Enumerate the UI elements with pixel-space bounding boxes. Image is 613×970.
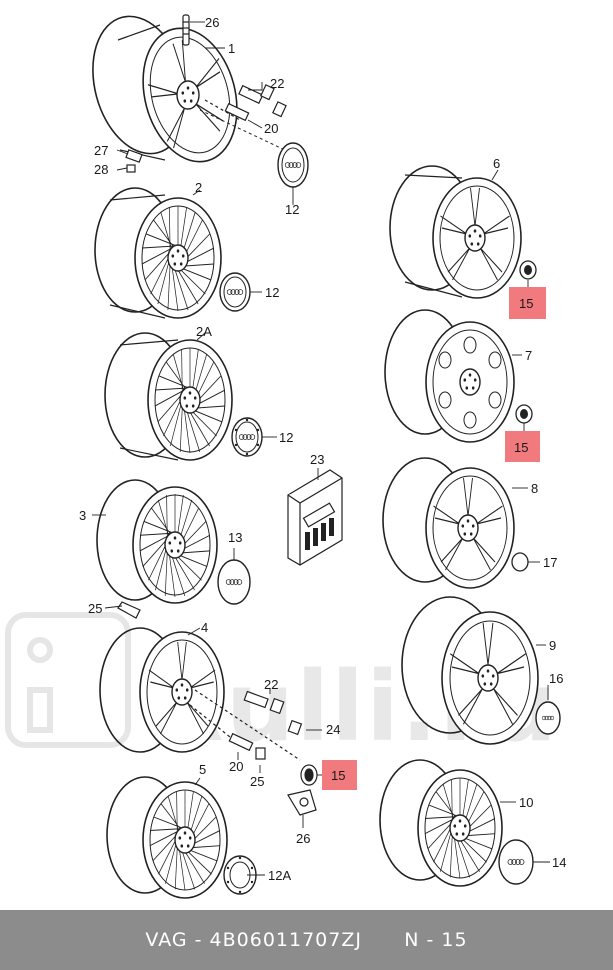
footer-brand: VAG	[145, 929, 188, 951]
callout-7: 7	[525, 348, 532, 363]
lock-bolt-15-part	[300, 764, 318, 786]
callout-22-top: 22	[270, 76, 284, 91]
center-cap-16	[535, 701, 561, 735]
center-cap-14-left	[217, 559, 251, 605]
callout-5: 5	[199, 762, 206, 777]
wheel-1	[92, 15, 238, 163]
callout-2a: 2A	[196, 324, 212, 339]
callout-17: 17	[543, 555, 557, 570]
hub-cap-12-mid	[219, 272, 251, 312]
callout-15-lock-bolt: 15	[331, 768, 345, 783]
wheel-5	[106, 776, 228, 899]
callout-3: 3	[79, 508, 86, 523]
wheel-10	[379, 759, 503, 887]
callout-labels: 26 1 22 20 27 28 12 2 12 2A 12 3 13 25 4…	[79, 15, 566, 883]
highlight-box-15-wheel-7	[505, 431, 540, 462]
callout-22-mid: 22	[264, 677, 278, 692]
callout-14-left: 13	[228, 530, 242, 545]
callout-13: 12A	[268, 868, 291, 883]
callout-1: 1	[228, 41, 235, 56]
callout-10: 10	[519, 795, 533, 810]
highlight-box-15-lock-bolt	[322, 760, 357, 790]
watermark-car-icon	[5, 612, 131, 748]
wheel-3	[96, 479, 218, 604]
callout-26: 26	[296, 831, 310, 846]
exploded-wheel-diagram: Rulli.ru	[5, 14, 566, 899]
wheel-7	[384, 309, 533, 443]
wheel-2	[94, 187, 222, 319]
bolt-kit-23	[287, 469, 343, 566]
leader-lines	[92, 21, 550, 876]
wheel-6	[389, 165, 537, 299]
wheel-4	[99, 627, 225, 753]
callout-20-top: 20	[264, 121, 278, 136]
callout-20-mid: 20	[229, 759, 243, 774]
callout-15-wheel-6: 15	[519, 296, 533, 311]
callout-8: 8	[531, 481, 538, 496]
callout-4: 4	[201, 620, 208, 635]
callout-9: 9	[549, 638, 556, 653]
clip-26	[287, 789, 317, 816]
footer-separator: -	[187, 929, 210, 951]
callout-24: 24	[326, 722, 340, 737]
wheel-bolts-mid	[189, 689, 303, 761]
callout-29: 25	[88, 601, 102, 616]
callout-15-wheel-7: 15	[514, 440, 528, 455]
footer-gap	[362, 929, 404, 951]
callout-6: 6	[493, 156, 500, 171]
wheel-bolts-top	[204, 84, 287, 122]
footer-bar: VAG - 4B06011707ZJ N - 15	[0, 910, 613, 970]
callout-2: 2	[195, 180, 202, 195]
wheel-2a	[104, 332, 233, 461]
wheel-9	[401, 596, 539, 745]
highlight-boxes	[322, 287, 546, 790]
callout-12-mid: 12	[265, 285, 279, 300]
callout-12a: 12	[279, 430, 293, 445]
callout-14-right: 14	[552, 855, 566, 870]
hub-cap-12a	[231, 417, 263, 457]
callout-16: 16	[549, 671, 563, 686]
callout-27: 27	[94, 143, 108, 158]
callout-28: 28	[94, 162, 108, 177]
callout-12-top: 12	[285, 202, 299, 217]
highlight-box-15-wheel-6	[509, 287, 546, 319]
center-cap-14-right	[498, 839, 534, 885]
valve-bolt-30	[182, 14, 190, 46]
wheel-8	[382, 457, 529, 589]
footer-position: N - 15	[404, 929, 468, 951]
small-parts-27-28	[125, 149, 143, 173]
callout-30: 26	[205, 15, 219, 30]
callout-25: 25	[250, 774, 264, 789]
callout-23: 23	[310, 452, 324, 467]
footer-part-number: 4B06011707ZJ	[209, 929, 362, 951]
